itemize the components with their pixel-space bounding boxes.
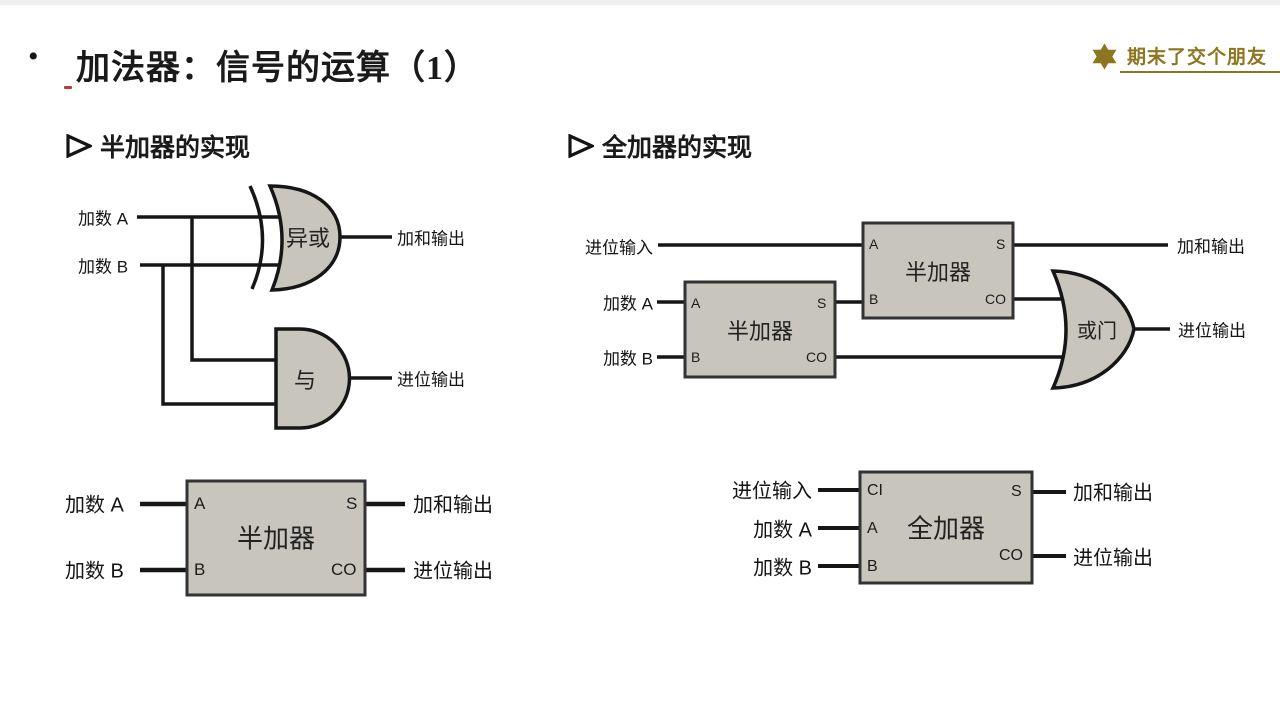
fa-block-sum-output-label: 加和输出 — [1073, 482, 1153, 505]
star-icon — [1092, 43, 1117, 70]
pin-b: B — [194, 560, 206, 579]
or-gate-body — [1050, 269, 1136, 390]
half-adder-1-box — [683, 280, 837, 379]
ha1-pin-s: S — [817, 295, 827, 311]
ha1-pin-a: A — [691, 295, 701, 311]
xor-gate-body — [267, 184, 342, 292]
fa-input-a-label: 加数 A — [602, 294, 653, 314]
ha2-pin-s: S — [996, 236, 1006, 252]
fa-pin-a: A — [867, 520, 878, 537]
fa-carry-output-label: 进位输出 — [1178, 321, 1246, 341]
carry-output-label: 进位输出 — [397, 370, 465, 390]
fa-pin-co: CO — [999, 547, 1023, 564]
pin-s: S — [346, 494, 358, 513]
block-carry-output-label: 进位输出 — [413, 560, 493, 583]
ha2-pin-co: CO — [985, 291, 1006, 307]
fa-input-b-label: 加数 B — [602, 349, 653, 369]
title-bullet: • — [28, 40, 39, 73]
ha1-label: 半加器 — [726, 319, 794, 344]
and-gate-label: 与 — [293, 368, 317, 393]
fa-block-input-a-label: 加数 A — [753, 519, 812, 542]
block-input-b-label: 加数 B — [65, 560, 124, 583]
ha1-pin-b: B — [691, 349, 701, 365]
input-b-label: 加数 B — [78, 257, 129, 277]
half-adder-block-label: 半加器 — [236, 523, 316, 554]
xor-gate-input-arc — [248, 185, 265, 290]
xor-gate-label: 异或 — [285, 226, 331, 251]
half-adder-2-box — [861, 221, 1015, 320]
fa-pin-ci: CI — [867, 482, 883, 499]
full-adder-block-wires — [818, 488, 1066, 568]
full-adder-circuit-wires — [657, 243, 1170, 359]
pin-a: A — [194, 494, 206, 513]
fa-pin-b: B — [867, 558, 878, 575]
right-section-heading: 全加器的实现 — [602, 135, 753, 162]
half-adder-circuit-wires — [137, 215, 392, 406]
ha1-pin-co: CO — [806, 349, 827, 365]
full-adder-block-label: 全加器 — [906, 513, 986, 544]
badge-underline — [1120, 71, 1280, 73]
fa-sum-output-label: 加和输出 — [1177, 237, 1245, 257]
half-adder-block-box — [185, 479, 367, 597]
carry-in-label: 进位输入 — [585, 238, 653, 258]
top-edge-strip — [0, 0, 1280, 5]
block-input-a-label: 加数 A — [65, 494, 124, 517]
fa-block-input-b-label: 加数 B — [753, 557, 812, 580]
right-arrowhead-icon — [66, 134, 92, 158]
fa-block-carry-in-label: 进位输入 — [732, 480, 812, 503]
fa-block-carry-output-label: 进位输出 — [1073, 547, 1153, 570]
badge-text: 期末了交个朋友 — [1127, 47, 1268, 68]
right-arrowhead-icon — [568, 134, 594, 158]
ha2-pin-a: A — [869, 236, 879, 252]
sum-output-label: 加和输出 — [397, 229, 465, 249]
ha2-pin-b: B — [869, 291, 879, 307]
ha2-label: 半加器 — [904, 260, 972, 285]
or-gate-label: 或门 — [1077, 320, 1117, 343]
full-adder-block-box — [858, 470, 1034, 585]
input-a-label: 加数 A — [78, 209, 129, 229]
fa-pin-s: S — [1011, 483, 1022, 500]
and-gate-body — [274, 327, 352, 430]
wire-branch-b — [161, 265, 278, 406]
wire-branch-a — [190, 217, 278, 362]
left-section-heading: 半加器的实现 — [100, 135, 251, 162]
block-sum-output-label: 加和输出 — [413, 494, 493, 517]
half-adder-block-wires — [140, 501, 405, 573]
red-tick-mark — [64, 86, 72, 89]
pin-co: CO — [331, 560, 357, 579]
page-title: 加法器：信号的运算（1） — [76, 50, 479, 87]
